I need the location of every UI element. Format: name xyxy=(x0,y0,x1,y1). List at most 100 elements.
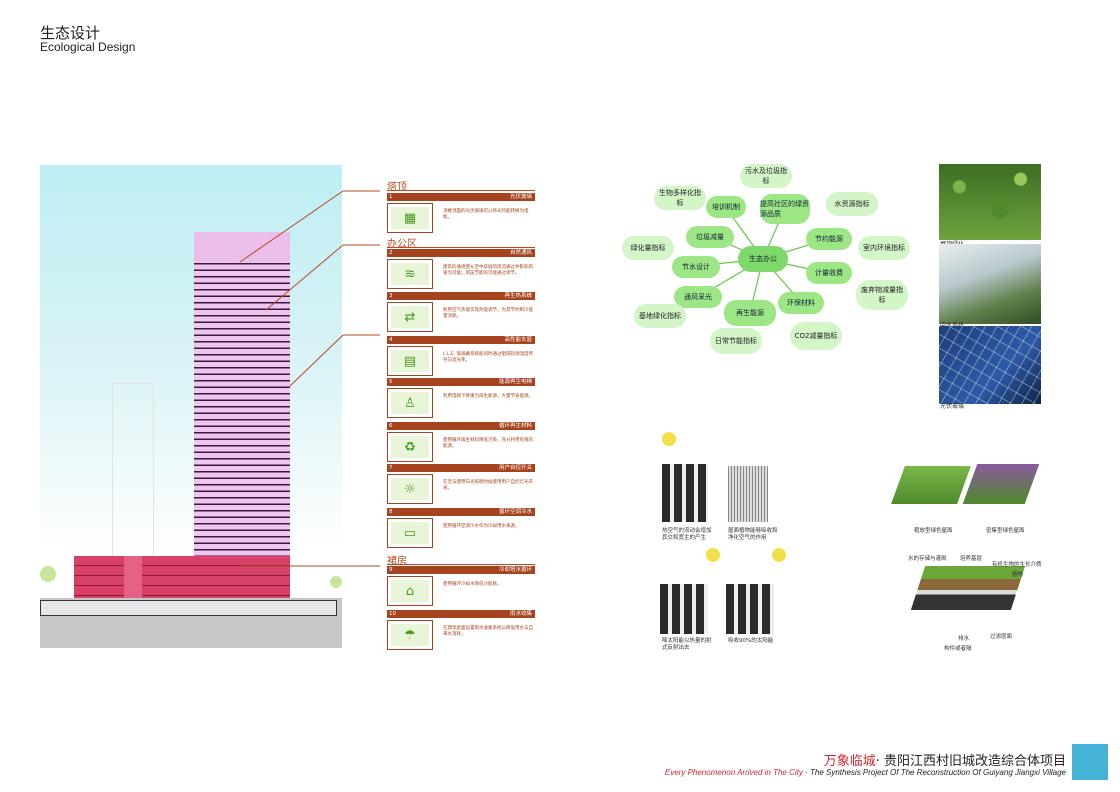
legend-item-title: 高性能玄窗 xyxy=(504,337,532,343)
diagram-caption: 热空气的流动会增加其交和宽主的产生 xyxy=(662,528,712,541)
legend-item-title: 循环空调冷水 xyxy=(498,509,532,515)
legend-item-title: 用户自控开关 xyxy=(498,465,532,471)
sun-icon xyxy=(772,548,786,562)
legend-item-icon: ♙ xyxy=(391,392,429,414)
legend-item-bar: 9 冷却塔水循环 xyxy=(387,566,535,574)
podium-entrance xyxy=(124,556,142,598)
photo-label: 中水系统 xyxy=(940,320,964,329)
legend-item-icon: ▦ xyxy=(391,207,429,229)
page-title-cn: 生态设计 xyxy=(40,24,101,42)
diagram-caption: 降太阳能以热量的射式反射出去 xyxy=(662,638,712,651)
tree-icon xyxy=(40,566,56,582)
legend-item-number: 6 xyxy=(389,423,393,429)
mindmap-outer-node: 生物多样化指标 xyxy=(654,186,706,210)
mindmap-node: 计量收费 xyxy=(806,262,852,284)
basement-outline xyxy=(40,600,337,616)
legend-item-number: 7 xyxy=(389,465,393,471)
diagram-caption: 吸收90%的太阳能 xyxy=(728,638,774,644)
legend-item-image: ☂ xyxy=(387,620,433,650)
legend-item-bar: 7 用户自控开关 xyxy=(387,464,535,472)
legend-item-bar: 8 循环空调冷水 xyxy=(387,508,535,516)
mindmap-outer-node: 废弃物减量指标 xyxy=(856,280,908,310)
legend-item-icon: ♻ xyxy=(391,436,429,458)
section-tower-top: 塔顶 xyxy=(387,182,407,193)
divider xyxy=(387,247,535,248)
layer-label: 植物 xyxy=(1012,572,1024,578)
mindmap-outer-node: 室内环境指标 xyxy=(858,236,910,260)
footer-project-en: · The Synthesis Project Of The Reconstru… xyxy=(805,768,1066,777)
legend-item-image: ≋ xyxy=(387,259,433,289)
legend-item-title: 自然通风 xyxy=(509,250,532,256)
legend-item-title: 循环再生材料 xyxy=(498,423,532,429)
mindmap-outer-node: CO2减量指标 xyxy=(790,322,842,350)
sun-icon xyxy=(706,548,720,562)
diagram-caption: 屋面植物能够吸收和净化空气的作用 xyxy=(728,528,778,541)
legend-item-number: 1 xyxy=(389,194,393,200)
mindmap-outer-node: 基地绿化指标 xyxy=(634,304,686,328)
office-tower xyxy=(194,232,290,572)
mindmap-outer-node: 水资源指标 xyxy=(826,192,878,216)
legend-item-bar: 10 雨水收集 xyxy=(387,610,535,618)
legend-item-image: ▭ xyxy=(387,518,433,548)
legend-item-number: 4 xyxy=(389,337,393,343)
legend-item-title: 冷却塔水循环 xyxy=(498,567,532,573)
section-office: 办公区 xyxy=(387,239,417,250)
legend-item-image: ♻ xyxy=(387,432,433,462)
legend-item-description: 使用循环冷却水降低冷能耗。 xyxy=(443,582,502,587)
footer-brand-en: Every Phenomenon Arrived in The City xyxy=(664,768,803,777)
roof-caption: 密集型绿色屋面 xyxy=(986,528,1025,534)
legend-item-description: L.L.E. 玻璃幕系统能同时通过阻隔热源温度传导与遮光率。 xyxy=(443,352,534,363)
green-roof-layers xyxy=(910,566,1026,610)
legend-item-icon: ☼ xyxy=(391,478,429,500)
tower-top xyxy=(194,232,290,262)
photo-label: 光伏玻璃 xyxy=(940,403,965,410)
legend-item-title: 能源再生电梯 xyxy=(498,379,532,385)
legend-item-icon: ▤ xyxy=(391,350,429,372)
layer-label: 有机生物的生长介质 xyxy=(992,562,1042,568)
layer-label: 排水 xyxy=(958,636,970,642)
legend-item-description: 建筑的通透使从空中穿插的风流通过并影响风速为可能。风压节能的可能通过调节。 xyxy=(443,265,533,276)
section-podium: 裙房 xyxy=(387,556,407,567)
layer-label: 水的存储与灌溉 xyxy=(908,556,947,562)
footer-title-cn: 万象临城· 贵阳江西村旧城改造综合体项目 xyxy=(824,750,1066,769)
legend-item-description: 在建筑屋面设置雨水收集系统以降低用水与自来水消耗。 xyxy=(443,626,533,637)
footer-title-en: Every Phenomenon Arrived in The City · T… xyxy=(665,768,1066,777)
legend-item-description: 顶楼顶面的光伏玻璃可以将光热能转换为电能。 xyxy=(443,209,529,220)
legend-item-image: ⇄ xyxy=(387,302,433,332)
legend-item-image: ☼ xyxy=(387,474,433,504)
legend-item-bar: 1 光伏玻璃 xyxy=(387,193,535,201)
legend-item-number: 2 xyxy=(389,250,393,256)
photo-pv-glass xyxy=(939,326,1041,404)
podium-block xyxy=(74,556,290,598)
legend-item-icon: ⌂ xyxy=(391,580,429,602)
legend-item-image: ⌂ xyxy=(387,576,433,606)
roof-layer-icon xyxy=(728,466,768,522)
photo-water-system xyxy=(939,244,1041,324)
mindmap-outer-node: 日常节能指标 xyxy=(710,328,762,354)
page-title-en: Ecological Design xyxy=(40,40,136,54)
legend-item-number: 8 xyxy=(389,509,393,515)
mindmap-node: 再生能源 xyxy=(724,300,776,326)
tree-icon xyxy=(330,576,342,588)
sun-icon xyxy=(662,432,676,446)
legend-item-title: 雨水收集 xyxy=(509,611,532,617)
legend-item-description: 利用空气热能实现热能调节，为其节约制冷能量消耗。 xyxy=(443,308,533,319)
legend-item-description: 使用循环再生材料降低污染，充分利用有限的能源。 xyxy=(443,438,533,449)
mindmap-node: 提高社区的绿资源品质 xyxy=(760,194,810,224)
mindmap-node: 节约能源 xyxy=(806,228,852,250)
legend-item-title: 光伏玻璃 xyxy=(509,194,532,200)
mindmap-node: 垃圾减量 xyxy=(686,226,734,248)
building-icon xyxy=(660,584,708,634)
project-logo xyxy=(1072,744,1108,780)
legend-item-number: 9 xyxy=(389,567,393,573)
legend-item-image: ▤ xyxy=(387,346,433,376)
legend-item-number: 10 xyxy=(389,611,396,617)
layer-label: 过滤层面 xyxy=(990,634,1013,640)
legend-item-bar: 4 高性能玄窗 xyxy=(387,336,535,344)
legend-item-title: 再生热系统 xyxy=(504,293,532,299)
legend-item-image: ♙ xyxy=(387,388,433,418)
mindmap-node: 培训机制 xyxy=(706,196,746,218)
